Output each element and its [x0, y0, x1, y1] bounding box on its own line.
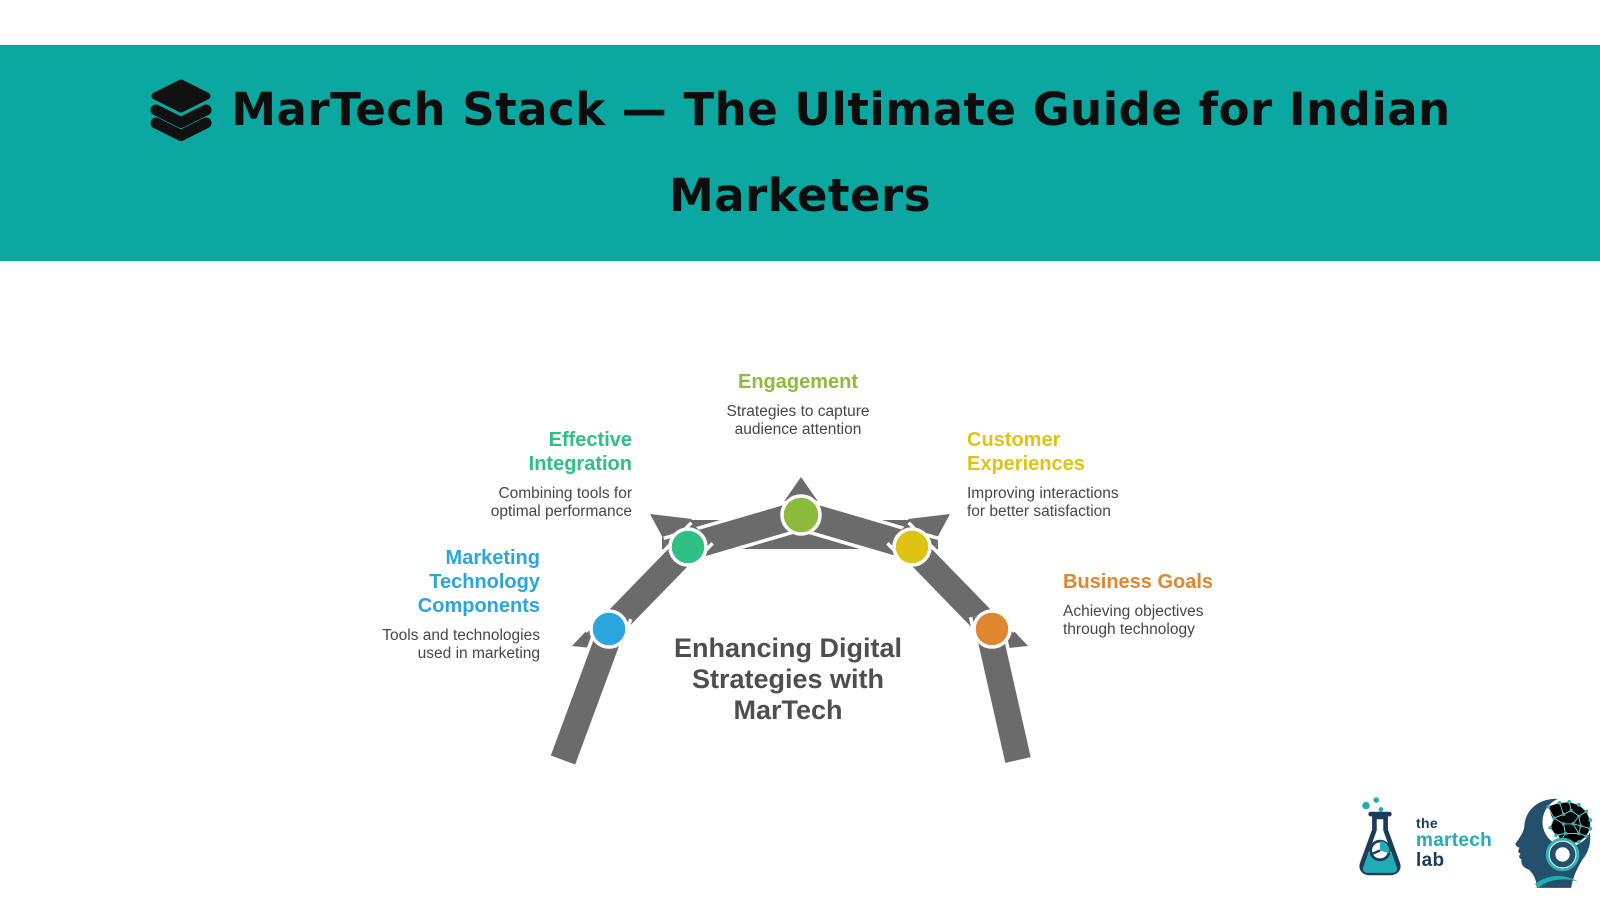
- node-desc: Combining tools for optimal performance: [332, 485, 632, 521]
- node-circle-marketing-technology-components: [589, 609, 629, 649]
- title-line-1: MarTech Stack — The Ultimate Guide for I…: [231, 83, 1451, 136]
- node-desc-line: Tools and technologies: [382, 627, 540, 644]
- node-desc-line: through technology: [1063, 621, 1195, 638]
- node-desc-line: optimal performance: [490, 503, 632, 520]
- brand-word-lab: lab: [1416, 849, 1445, 871]
- caption-line: Enhancing Digital: [673, 633, 902, 663]
- page-title: MarTech Stack — The Ultimate Guide for I…: [0, 45, 1600, 231]
- node-title-line: Marketing: [445, 547, 540, 569]
- node-title-line: Integration: [528, 453, 632, 475]
- node-desc-line: for better satisfaction: [967, 503, 1111, 520]
- node-label-marketing-technology-components: Marketing Technology Components Tools an…: [240, 546, 540, 663]
- node-desc-line: Improving interactions: [967, 485, 1119, 502]
- node-label-customer-experiences: Customer Experiences Improving interacti…: [967, 428, 1247, 521]
- node-desc-line: used in marketing: [417, 645, 540, 662]
- node-title-line: Business Goals: [1063, 571, 1214, 593]
- title-line-2: Marketers: [668, 169, 932, 222]
- node-label-business-goals: Business Goals Achieving objectives thro…: [1063, 570, 1343, 639]
- node-desc-line: Combining tools for: [498, 485, 632, 502]
- brand-text: the martech lab: [1416, 814, 1493, 871]
- node-circle-effective-integration: [668, 527, 708, 567]
- diagram-center-caption: Enhancing Digital Strategies with MarTec…: [588, 633, 988, 726]
- node-title: Engagement: [648, 370, 948, 394]
- node-title-line: Customer: [967, 429, 1061, 451]
- node-desc-line: audience attention: [734, 421, 862, 438]
- node-title: Effective Integration: [332, 428, 632, 476]
- layers-stack-icon: [150, 79, 212, 141]
- node-title-line: Technology: [429, 571, 540, 593]
- node-circle-customer-experiences: [892, 527, 932, 567]
- node-desc: Tools and technologies used in marketing: [240, 627, 540, 663]
- head-network-icon: [1515, 797, 1593, 888]
- node-label-effective-integration: Effective Integration Combining tools fo…: [332, 428, 632, 521]
- node-desc-line: Strategies to capture: [726, 403, 870, 420]
- brand-word-martech: martech: [1416, 829, 1493, 851]
- node-title-line: Components: [417, 595, 540, 617]
- node-label-engagement: Engagement Strategies to capture audienc…: [648, 370, 948, 439]
- caption-line: Strategies with: [691, 664, 885, 694]
- node-circles: [589, 494, 1012, 649]
- node-desc: Achieving objectives through technology: [1063, 603, 1343, 639]
- node-title-line: Effective: [548, 429, 632, 451]
- node-title: Customer Experiences: [967, 428, 1247, 476]
- node-title: Business Goals: [1063, 570, 1343, 594]
- arch-mid-segments: [584, 521, 1016, 654]
- node-desc-line: Achieving objectives: [1063, 603, 1204, 620]
- node-title: Marketing Technology Components: [240, 546, 540, 618]
- brand-lockup: the martech lab: [1352, 793, 1596, 893]
- node-desc: Strategies to capture audience attention: [648, 403, 948, 439]
- node-title-line: Experiences: [967, 453, 1085, 475]
- flask-icon: [1359, 797, 1401, 876]
- brand-word-the: the: [1416, 814, 1438, 831]
- node-title-line: Engagement: [737, 371, 859, 393]
- header-band: MarTech Stack — The Ultimate Guide for I…: [0, 45, 1600, 261]
- node-circle-business-goals: [972, 609, 1012, 649]
- caption-line: MarTech: [733, 695, 843, 725]
- node-circle-engagement: [780, 494, 822, 536]
- node-desc: Improving interactions for better satisf…: [967, 485, 1247, 521]
